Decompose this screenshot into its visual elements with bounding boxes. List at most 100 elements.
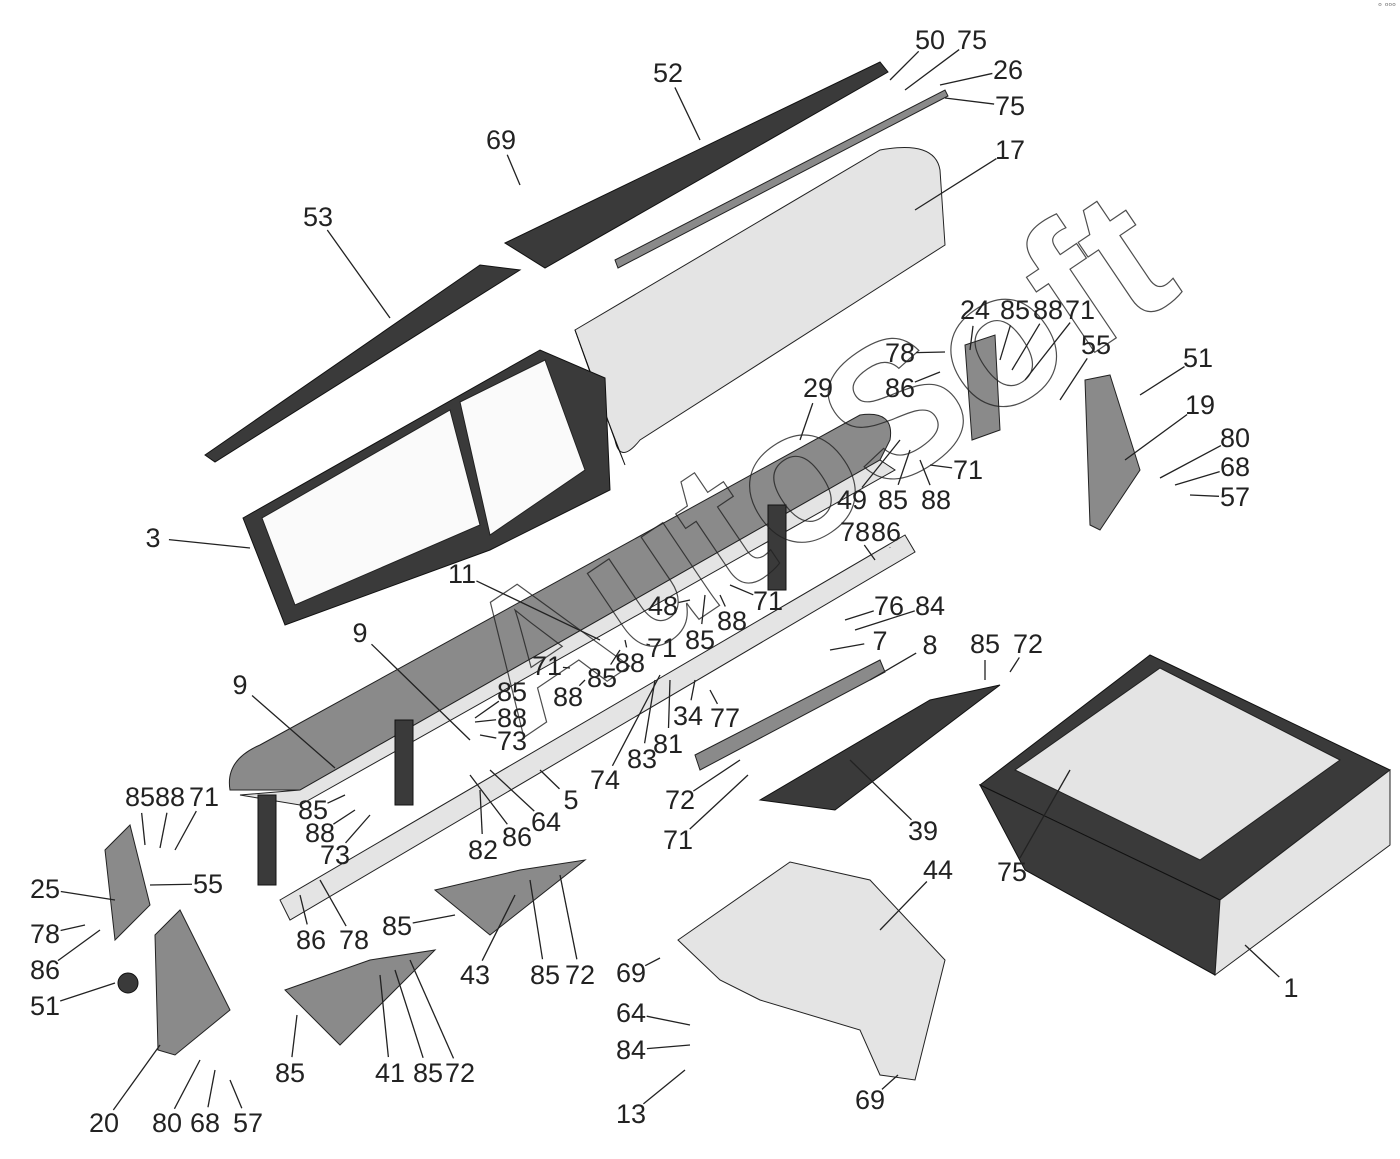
callout-78: 78 [885, 338, 915, 368]
callout-88: 88 [155, 782, 185, 812]
leader-line [678, 599, 691, 604]
leader-line [829, 643, 865, 651]
leader-lines [57, 49, 1280, 1111]
leader-line [881, 1074, 899, 1090]
part-1-box-inner [1014, 667, 1341, 861]
leader-line [371, 643, 471, 741]
callout-71: 71 [647, 633, 677, 663]
leader-line [474, 700, 500, 719]
part-44-console [677, 861, 946, 1081]
callout-72: 72 [1013, 629, 1043, 659]
callout-85: 85 [298, 795, 328, 825]
callout-85: 85 [275, 1058, 305, 1088]
leader-line [624, 639, 628, 648]
leader-line [1009, 657, 1020, 673]
callout-44: 44 [923, 855, 953, 885]
callout-55: 55 [193, 869, 223, 899]
leader-line [849, 759, 912, 821]
leader-line [251, 695, 336, 769]
callout-88: 88 [305, 818, 335, 848]
leader-line [611, 674, 661, 767]
callout-88: 88 [717, 606, 747, 636]
leader-line [60, 890, 116, 901]
leader-line [914, 371, 941, 383]
leader-line [844, 610, 874, 621]
leader-line [1124, 413, 1188, 461]
callout-68: 68 [190, 1108, 220, 1138]
callout-39: 39 [908, 816, 938, 846]
part-26-strip [614, 89, 949, 269]
leader-line [646, 1044, 691, 1050]
callout-85: 85 [1000, 295, 1030, 325]
leader-line [719, 594, 726, 607]
callout-5: 5 [563, 785, 578, 815]
leader-line [506, 154, 521, 186]
callout-64: 64 [531, 807, 561, 837]
leader-line [1159, 444, 1222, 479]
leader-line [60, 924, 86, 932]
leader-line [409, 959, 455, 1059]
leader-line [326, 229, 391, 319]
callout-26: 26 [993, 55, 1023, 85]
callout-86: 86 [30, 955, 60, 985]
part-53-trim [204, 264, 522, 463]
callout-80: 80 [1220, 423, 1250, 453]
callout-49: 49 [837, 485, 867, 515]
callout-57: 57 [1220, 482, 1250, 512]
callout-86: 86 [885, 373, 915, 403]
callout-78: 78 [30, 919, 60, 949]
leader-line [1024, 322, 1071, 381]
callout-71: 71 [1065, 295, 1095, 325]
leader-line [173, 1059, 201, 1110]
callout-71: 71 [663, 825, 693, 855]
callout-51: 51 [30, 991, 60, 1021]
leader-line [689, 774, 749, 830]
leader-line [889, 50, 920, 81]
callout-85: 85 [970, 629, 1000, 659]
leader-line [1174, 470, 1220, 486]
callout-72: 72 [565, 960, 595, 990]
leader-line [489, 769, 535, 812]
leader-line [969, 325, 974, 351]
callout-71: 71 [189, 782, 219, 812]
callout-75: 75 [997, 857, 1027, 887]
callout-85: 85 [125, 782, 155, 812]
callout-85: 85 [382, 911, 412, 941]
callout-20: 20 [89, 1108, 119, 1138]
callout-17: 17 [995, 135, 1025, 165]
leader-line [476, 580, 601, 641]
leader-line [642, 1069, 686, 1105]
leader-line [479, 789, 483, 835]
callout-76: 76 [874, 591, 904, 621]
leader-line [897, 449, 911, 486]
callout-29: 29 [803, 373, 833, 403]
leader-line [929, 464, 953, 469]
leader-line [667, 679, 671, 729]
leader-line [539, 769, 560, 790]
leader-line [529, 879, 544, 960]
callout-88: 88 [921, 485, 951, 515]
leader-line [799, 402, 814, 441]
callout-75: 75 [995, 91, 1025, 121]
callout-73: 73 [497, 726, 527, 756]
leader-line [939, 72, 993, 86]
leader-line [562, 666, 571, 669]
leader-line [879, 881, 928, 931]
leader-line [159, 812, 168, 849]
leader-line [207, 1069, 216, 1108]
leader-line [690, 679, 696, 701]
callout-88: 88 [497, 703, 527, 733]
leader-line [168, 538, 251, 549]
callout-25: 25 [30, 874, 60, 904]
callout-85: 85 [587, 663, 617, 693]
callout-73: 73 [320, 840, 350, 870]
callout-50: 50 [915, 25, 945, 55]
callout-82: 82 [468, 835, 498, 865]
leader-line [610, 649, 621, 665]
leader-line [1011, 323, 1041, 371]
callout-55: 55 [1081, 330, 1111, 360]
part-51-grommet [117, 972, 139, 994]
